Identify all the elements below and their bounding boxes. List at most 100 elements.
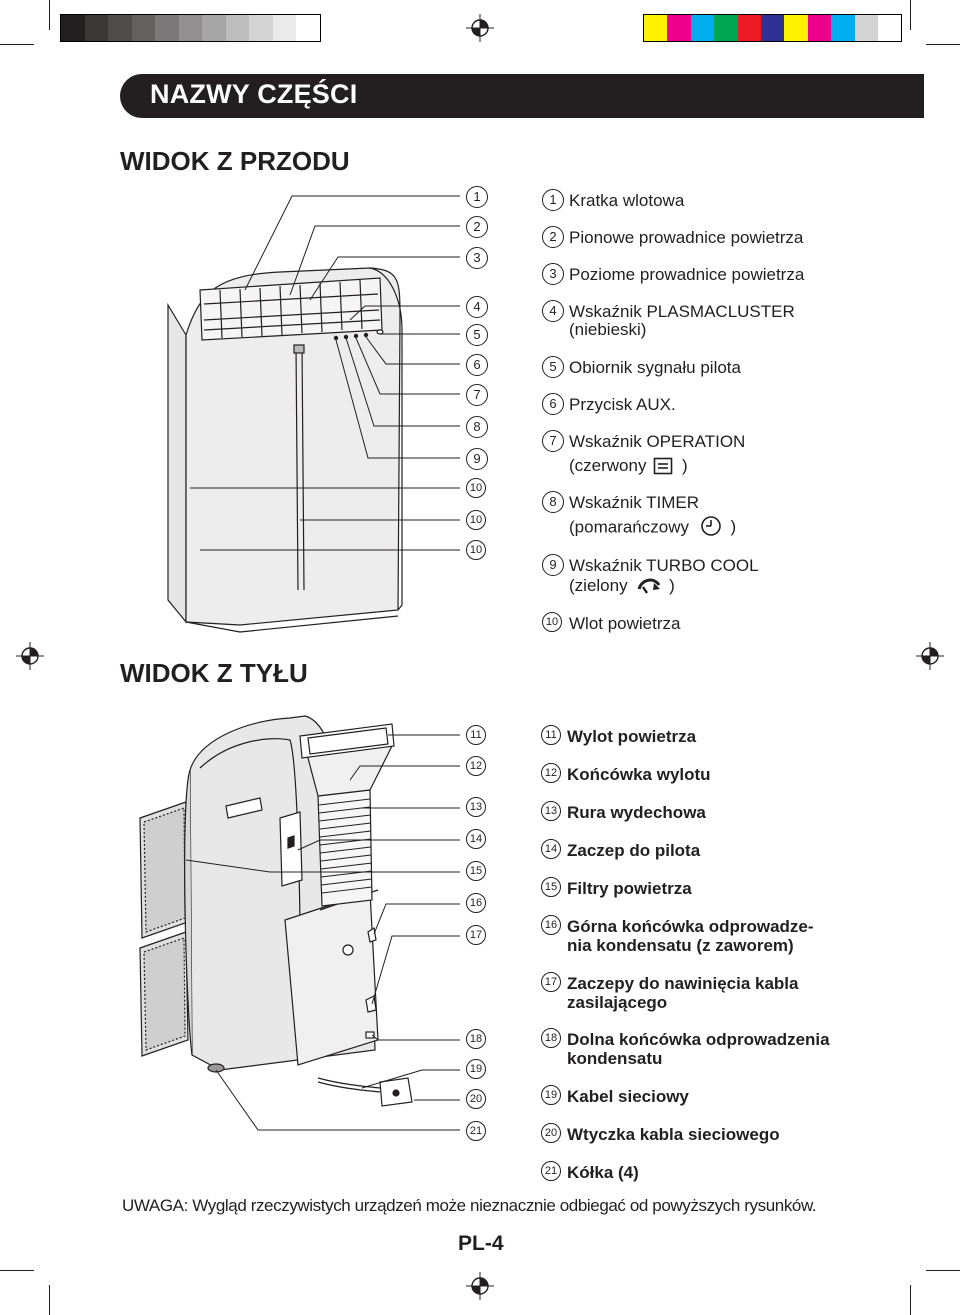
front-item-label: Obiornik sygnału pilota (569, 358, 741, 377)
rear-item-number: 18 (541, 1028, 561, 1048)
header-band (120, 74, 924, 118)
color-swatch (690, 15, 715, 41)
page-number: PL-4 (458, 1232, 504, 1255)
rear-item-label: Rura wydechowa (567, 803, 706, 822)
front-item-number: 2 (542, 226, 564, 248)
color-swatch (831, 15, 855, 41)
rear-item-label-cont: zasilającego (567, 993, 668, 1012)
registration-target-icon (466, 1272, 494, 1300)
front-item-label-part: (zielony (569, 576, 628, 595)
operation-icon (653, 457, 673, 474)
front-item-number: 1 (542, 189, 564, 211)
front-item-number: 8 (542, 491, 564, 513)
color-swatch (760, 15, 785, 41)
rear-view-illustration (139, 715, 460, 1131)
rear-callout-17: 17 (466, 925, 486, 945)
front-item-label: Wskaźnik OPERATION (569, 432, 746, 451)
front-item-label-cont: (niebieski) (569, 320, 647, 339)
crop-mark (49, 0, 50, 30)
front-item-label-part: ) (730, 517, 737, 537)
crop-mark (0, 1270, 34, 1271)
rear-item-number: 21 (541, 1161, 561, 1181)
gray-swatch (178, 15, 202, 41)
front-item-label: Wlot powietrza (569, 614, 681, 633)
front-callout-7: 7 (466, 384, 488, 406)
rear-item-label-cont: kondensatu (567, 1049, 663, 1068)
rear-item-number: 13 (541, 801, 561, 821)
rear-item-number: 19 (541, 1085, 561, 1105)
front-item-label: Przycisk AUX. (569, 395, 676, 414)
front-item-label: Wskaźnik TIMER (569, 493, 700, 512)
front-item-label-part: ) (681, 456, 688, 475)
rear-item-number: 20 (541, 1123, 561, 1143)
front-item-number: 10 (542, 612, 562, 632)
grayscale-registration-bar (60, 14, 321, 42)
front-item-number: 4 (542, 300, 564, 322)
rear-callout-16: 16 (466, 893, 486, 913)
front-item-label-cont: (pomarańczowy ) (569, 516, 737, 539)
color-swatch (877, 15, 902, 41)
front-callout-4: 4 (466, 296, 488, 318)
rear-callout-19: 19 (466, 1059, 486, 1079)
rear-callout-13: 13 (466, 797, 486, 817)
rear-view-title: WIDOK Z TYŁU (120, 658, 308, 688)
clock-icon (700, 516, 721, 536)
color-swatch (644, 15, 668, 41)
registration-target-icon (916, 642, 944, 670)
front-item-label: Poziome prowadnice powietrza (569, 265, 805, 284)
rear-callout-15: 15 (466, 861, 486, 881)
gray-swatch (155, 15, 179, 41)
rear-item-label-cont: nia kondensatu (z zaworem) (567, 936, 794, 955)
rear-item-label: Filtry powietrza (567, 879, 692, 898)
rear-callout-14: 14 (466, 829, 486, 849)
rear-item-label: Kabel sieciowy (567, 1087, 689, 1106)
front-item-label: Pionowe prowadnice powietrza (569, 228, 804, 247)
rear-item-label: Końcówka wylotu (567, 765, 711, 784)
front-callout-1: 1 (466, 186, 488, 208)
front-callout-2: 2 (466, 216, 488, 238)
front-callout-3: 3 (466, 247, 488, 269)
front-item-label: Kratka wlotowa (569, 191, 685, 210)
front-callout-5: 5 (466, 324, 488, 346)
rear-item-number: 14 (541, 839, 561, 859)
front-item-label-part: (pomarańczowy (569, 517, 689, 537)
registration-target-icon (466, 14, 494, 42)
front-item-label-cont: (zielony ) (569, 576, 675, 597)
gray-swatch (131, 15, 155, 41)
front-item-number: 3 (542, 263, 564, 285)
disclaimer-note: UWAGA: Wygląd rzeczywistych urządzeń moż… (122, 1196, 817, 1215)
front-callout-10c: 10 (466, 540, 486, 560)
gray-swatch (202, 15, 226, 41)
rear-item-number: 12 (541, 763, 561, 783)
crop-mark (0, 44, 34, 45)
rear-callout-21: 21 (466, 1121, 486, 1141)
color-swatch (714, 15, 738, 41)
rear-item-label: Wylot powietrza (567, 727, 697, 746)
front-callout-10a: 10 (466, 478, 486, 498)
front-callout-9: 9 (466, 448, 488, 470)
rear-item-label: Kółka (4) (567, 1163, 639, 1182)
color-swatch (667, 15, 691, 41)
rear-item-label: Zaczepy do nawinięcia kabla (567, 974, 799, 993)
page-title: NAZWY CZĘŚCI (150, 79, 358, 109)
front-view-title: WIDOK Z PRZODU (120, 146, 350, 176)
rear-item-label: Górna końcówka odprowadze- (567, 917, 814, 936)
gray-swatch (225, 15, 249, 41)
rear-item-number: 15 (541, 877, 561, 897)
registration-target-icon (16, 642, 44, 670)
color-swatch (854, 15, 878, 41)
rear-item-label: Zaczep do pilota (567, 841, 701, 860)
rear-callout-20: 20 (466, 1089, 486, 1109)
front-item-number: 7 (542, 430, 564, 452)
rear-item-label: Dolna końcówka odprowadzenia (567, 1030, 830, 1049)
gray-swatch (108, 15, 132, 41)
color-registration-bar (643, 14, 903, 42)
rear-item-number: 16 (541, 915, 561, 935)
front-item-label-cont: (czerwony ) (569, 456, 688, 476)
front-item-label: Wskaźnik PLASMACLUSTER (569, 302, 795, 321)
gray-swatch (61, 15, 85, 41)
crop-mark (926, 1270, 960, 1271)
front-callout-6: 6 (466, 354, 488, 376)
rear-item-number: 17 (541, 972, 561, 992)
front-item-number: 6 (542, 393, 564, 415)
